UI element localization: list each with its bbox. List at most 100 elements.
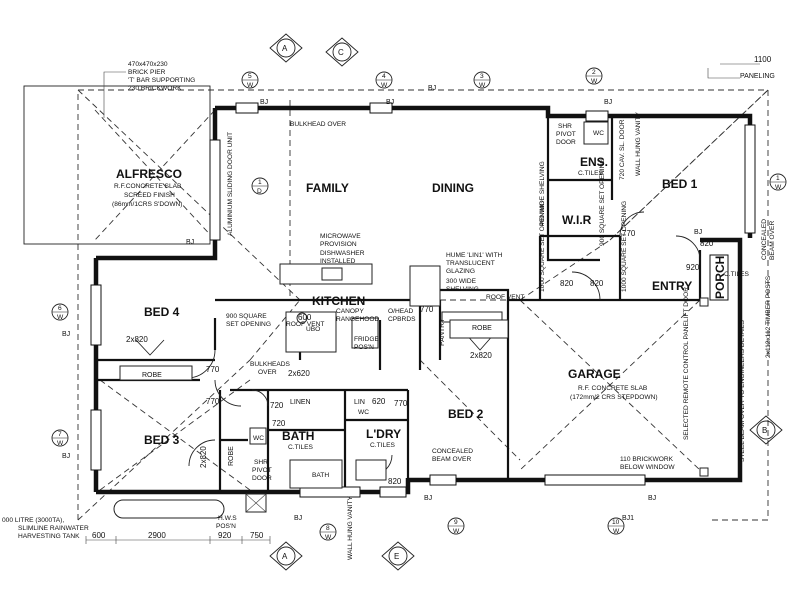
shelving-400-note: 400 WIDE SHELVING [539,161,546,226]
marker-1w-right: 1 W [769,173,787,191]
ohead-note-2: CPBRDS [388,316,416,323]
dim-600: 600 [92,531,106,540]
alfresco-note-3: (86mm/1CRS S'DOWN) [112,201,183,208]
bj-markers: BJ BJ BJ BJ BJ BJ BJ BJ BJ BJ BJ BJ1 [62,85,702,522]
roof-vent-note: ROOF VENT [286,321,324,328]
bj-marker: BJ [604,99,612,106]
room-ldry: L'DRY [366,427,401,441]
grid-marker-a-top: A [269,33,303,63]
marker-5w: 5 W [241,71,259,89]
dim-770c: 770 [420,305,434,314]
grid-marker-b-right: B [749,415,783,445]
shelving-note-1: 300 WIDE [446,278,477,285]
ens-ctiles: C.TILES [578,170,604,177]
dim-2x620: 2x620 [288,369,310,378]
svg-text:W: W [57,440,64,447]
room-dining: DINING [432,181,474,195]
alfresco-note-2: SCREED FINISH [124,192,175,199]
svg-text:W: W [325,534,332,541]
porch-ctiles: C.TILES [724,271,750,278]
fridge-note-1: FRIDGE [354,336,380,343]
joinery [113,121,709,519]
timber-posts-note: 2x112x112 TIMBER POSTS [765,275,772,358]
dim-770b: 770 [206,397,220,406]
paneling-label: PANELING [740,73,775,80]
marker-3w: 3 W [473,71,491,89]
microwave-note-2: PROVISION [320,241,357,248]
concealed-beam-2: BEAM OVER [769,221,776,260]
ldry-ctiles: C.TILES [370,442,396,449]
hws-note-2: POS'N [216,523,236,530]
bj-marker: BJ [386,99,394,106]
grid-marker-c-top: C [325,37,359,67]
room-bed1: BED 1 [662,177,698,191]
ens-shr-3: DOOR [556,139,576,146]
cav-door-note: 720 CAV. SL. DOOR [619,119,626,180]
dimensions: 1100 600 2900 920 750 770 770 770 770 77… [85,55,772,544]
svg-text:1: 1 [258,179,262,186]
svg-text:5: 5 [248,73,252,80]
svg-text:8: 8 [326,525,330,532]
dishwasher-note-1: DISHWASHER [320,250,365,257]
square-opening-3: 1000 SQUARE SET OPENING [539,201,546,292]
marker-10w: 10 W [607,517,625,535]
svg-text:C: C [338,48,344,57]
bath-shr-3: DOOR [252,475,272,482]
bath-shr-2: PIVOT [252,467,272,474]
concealed-beam-1: CONCEALED [761,219,768,260]
svg-text:B: B [762,426,767,435]
wall-hung-note: WALL HUNG VANITY [635,112,642,176]
brickwork-note-2: BELOW WINDOW [620,464,675,471]
bj-marker: BJ [428,85,436,92]
linen-label: LINEN [290,399,311,406]
marker-7w: 7 W [51,429,69,447]
dim-620: 620 [372,397,386,406]
shelving-note-2: SHELVING [446,286,479,293]
room-porch: PORCH [713,256,727,299]
roof-vent-note-2: ROOF VENT [486,294,524,301]
dim-770d: 770 [622,229,636,238]
room-bed2: BED 2 [448,407,484,421]
dim-820a: 820 [560,279,574,288]
marker-2w: 2 W [585,67,603,85]
dim-920: 920 [218,531,232,540]
svg-text:3: 3 [480,73,484,80]
dim-2900: 2900 [148,531,166,540]
remote-door-note: SELECTED REMOTE CONTROL PANELIFT DOOR [683,287,690,440]
canopy-note-1: CANOPY [336,308,364,315]
dim-750: 750 [250,531,264,540]
svg-text:W: W [453,528,460,535]
room-ens: ENS. [580,155,608,169]
bj-marker: BJ [694,229,702,236]
dim-820b: 820 [590,279,604,288]
bj-marker: BJ [648,495,656,502]
windows [90,102,756,498]
square-opening-4: 900 SQUARE SET OPENING [599,159,606,246]
svg-text:D: D [257,188,262,195]
canopy-note-2: RANGEHOOD [336,316,379,323]
robe-bed3: ROBE [228,446,235,466]
alfresco-note-1: R.F.CONCRETE SLAB [114,183,182,190]
hws-note-1: H.W.S [218,515,237,522]
bj-marker: BJ [62,453,70,460]
svg-text:A: A [282,552,288,561]
svg-text:W: W [247,82,254,89]
dishwasher-note-2: INSTALLED [320,258,356,265]
svg-text:E: E [394,552,399,561]
steel-beam-note: STEEL BEAM OVER TO ENGINEERS DETAILS [739,319,746,462]
room-bath: BATH [282,429,314,443]
bath-ctiles: C.TILES [288,444,314,451]
room-family: FAMILY [306,181,349,195]
svg-text:A: A [282,44,288,53]
bath-shr-1: SHR [254,459,268,466]
room-bed3: BED 3 [144,433,180,447]
room-garage: GARAGE [568,367,621,381]
robe-bed4: ROBE [142,372,162,379]
room-entry: ENTRY [652,279,692,293]
alfresco-outline [23,85,211,245]
pier-note-2: BRICK PIER [128,69,166,76]
marker-9w: 9 W [447,517,465,535]
square-opening-note-1: 900 SQUARE [226,313,267,320]
dim-600b: 600 [298,313,312,322]
svg-text:W: W [775,184,782,191]
